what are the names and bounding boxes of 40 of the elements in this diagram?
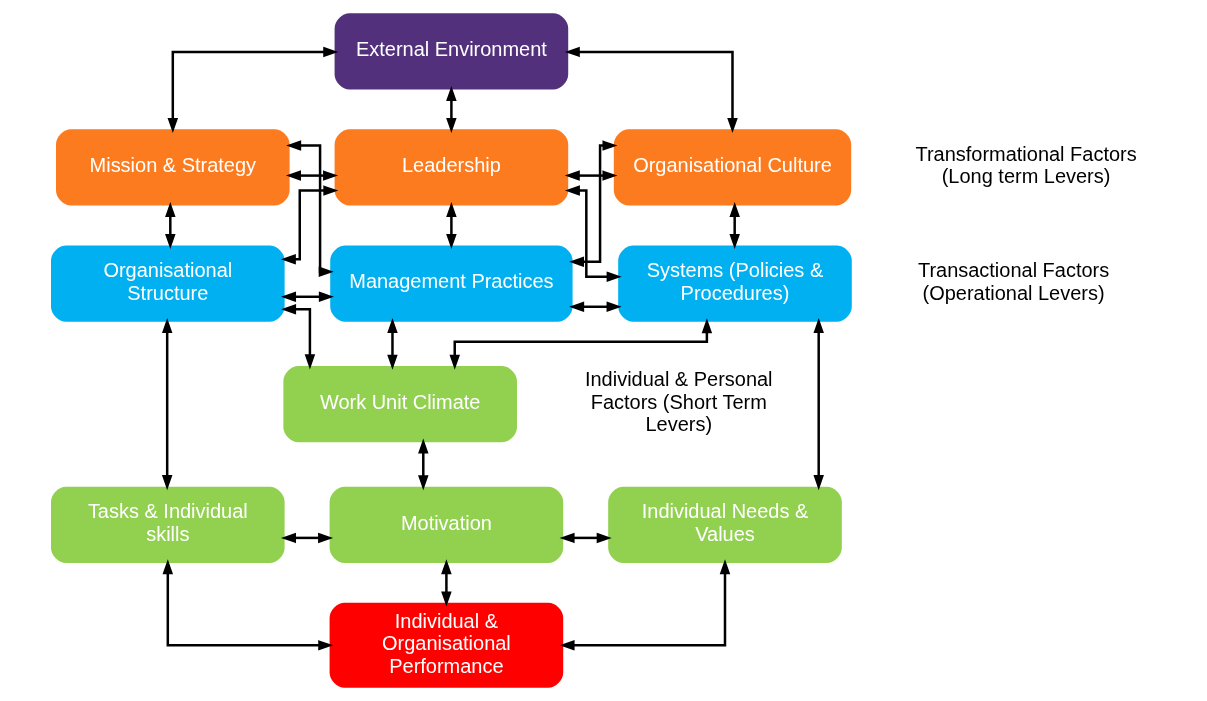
arrow — [449, 318, 713, 370]
node-box: Organisational Culture — [613, 129, 852, 206]
arrow — [569, 301, 622, 313]
node-box: Mission & Strategy — [56, 129, 290, 206]
node-box: Individual & Organisational Performance — [329, 602, 564, 688]
arrow — [564, 46, 738, 134]
arrow — [559, 532, 612, 544]
node-box: Leadership — [334, 129, 569, 206]
arrow — [162, 559, 334, 651]
arrow — [569, 140, 618, 268]
arrow — [387, 318, 398, 370]
arrow — [165, 202, 176, 250]
arrow — [813, 318, 824, 491]
arrow — [564, 185, 622, 283]
node-box: Motivation — [329, 486, 564, 563]
label: Transformational Factors (Long term Levers) — [915, 142, 1137, 188]
arrow — [280, 185, 339, 265]
label: Transactional Factors (Operational Levers) — [917, 259, 1110, 304]
node-box: Work Unit Climate — [283, 366, 517, 443]
arrow — [418, 438, 429, 491]
arrow — [446, 85, 457, 133]
arrow — [446, 202, 457, 250]
arrow — [286, 140, 334, 278]
node-box: Management Practices — [330, 245, 573, 322]
arrow — [441, 559, 452, 607]
arrow — [281, 304, 316, 370]
arrow — [161, 318, 173, 491]
node-box: Systems (Policies & Procedures) — [618, 245, 852, 322]
node-box: External Environment — [334, 13, 569, 90]
arrow — [564, 170, 618, 181]
node-box: Organisational Structure — [51, 245, 285, 322]
arrow — [167, 46, 339, 134]
arrow — [281, 291, 334, 303]
node-box: Individual Needs & Values — [608, 486, 842, 563]
label: Individual & Personal Factors (Short Term Levers) — [584, 368, 773, 436]
arrow — [280, 532, 334, 544]
node-box: Tasks & Individual skills — [51, 486, 285, 563]
arrow — [285, 170, 339, 181]
arrow — [559, 559, 731, 651]
arrow — [729, 202, 740, 250]
